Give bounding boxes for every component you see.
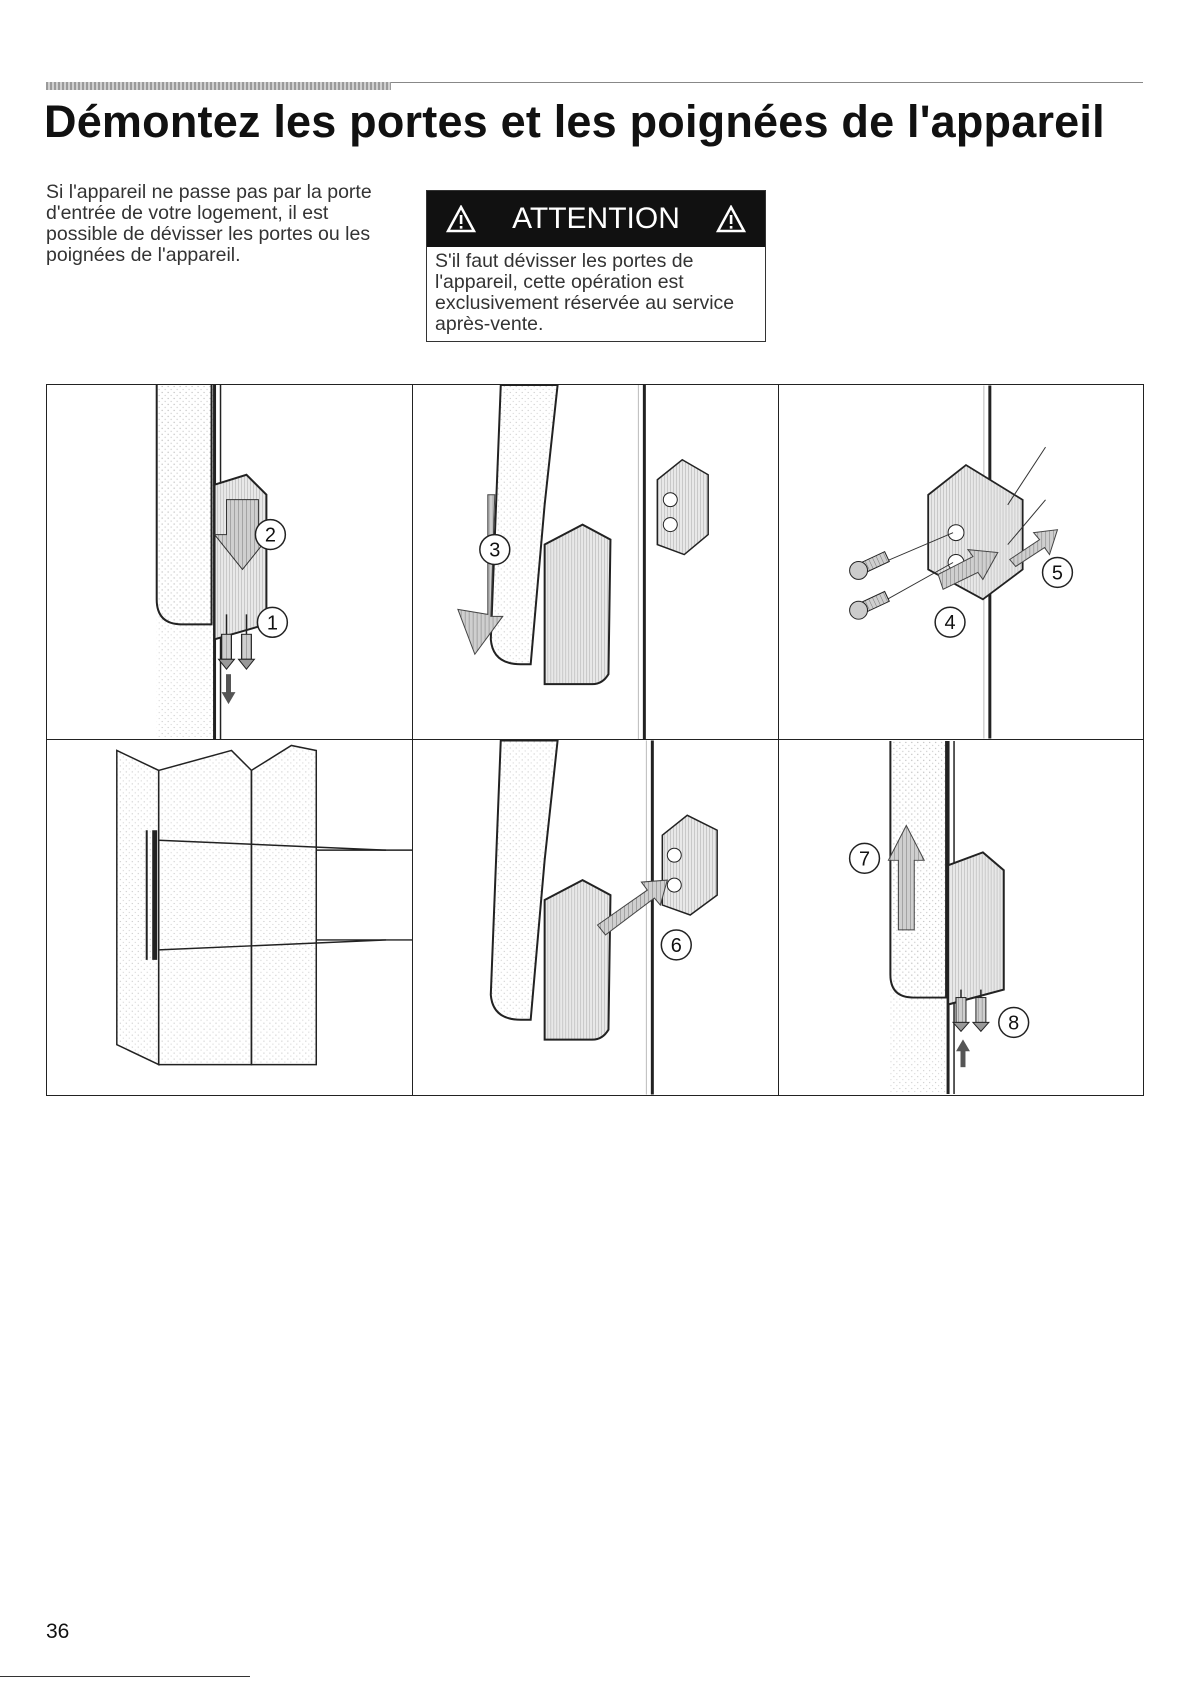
illustration-panel-5: 6 — [413, 740, 779, 1095]
illustration-attach-bracket: 6 — [489, 740, 718, 1095]
illustration-fridge-overview — [116, 744, 412, 1066]
step-label-2: 2 — [265, 525, 276, 547]
step-label-3: 3 — [489, 540, 500, 562]
screw-icon — [971, 989, 990, 1033]
screw-icon — [217, 614, 236, 670]
top-rule-accent — [46, 82, 391, 90]
illustration-panel-3: 5 4 — [779, 385, 1143, 740]
step-label-7: 7 — [859, 848, 870, 870]
screw-icon — [849, 550, 890, 580]
screw-icon — [849, 590, 890, 620]
illustration-remove-handle: 3 — [457, 385, 709, 739]
illustration-panel-1: 2 1 — [47, 385, 413, 740]
illustration-attach-handle: 7 8 — [848, 740, 1030, 1095]
arrow-icon — [596, 879, 668, 936]
warning-text: S'il faut dévisser les portes de l'appar… — [435, 250, 735, 335]
page-title: Démontez les portes et les poignées de l… — [44, 96, 1105, 147]
warning-triangle-icon — [715, 205, 746, 233]
warning-box: ATTENTION S'il faut dévisser les portes … — [426, 190, 766, 342]
arrow-icon — [956, 1039, 970, 1068]
screw-icon — [237, 614, 256, 670]
warning-heading: ATTENTION — [512, 202, 680, 235]
bottom-rule — [0, 1676, 250, 1677]
arrow-icon — [1008, 529, 1059, 568]
arrow-icon — [937, 548, 999, 591]
arrow-icon — [221, 674, 236, 705]
instruction-grid: 2 1 3 — [46, 384, 1144, 1096]
warning-triangle-icon — [446, 205, 477, 233]
arrow-icon — [887, 824, 926, 931]
intro-text: Si l'appareil ne passe pas par la porte … — [46, 181, 372, 266]
screw-icon — [951, 989, 971, 1033]
page-number: 36 — [46, 1620, 70, 1643]
step-label-8: 8 — [1008, 1012, 1019, 1034]
illustration-panel-4 — [47, 740, 413, 1095]
illustration-unscrew-handle: 2 1 — [155, 385, 289, 739]
step-label-5: 5 — [1052, 562, 1063, 584]
step-label-1: 1 — [267, 612, 278, 634]
illustration-panel-2: 3 — [413, 385, 779, 740]
top-rule — [46, 82, 1143, 83]
step-label-6: 6 — [671, 935, 682, 957]
warning-header: ATTENTION — [427, 191, 765, 247]
illustration-remove-bracket: 5 4 — [849, 385, 1074, 739]
step-label-4: 4 — [945, 612, 956, 634]
illustration-panel-6: 7 8 — [779, 740, 1143, 1095]
